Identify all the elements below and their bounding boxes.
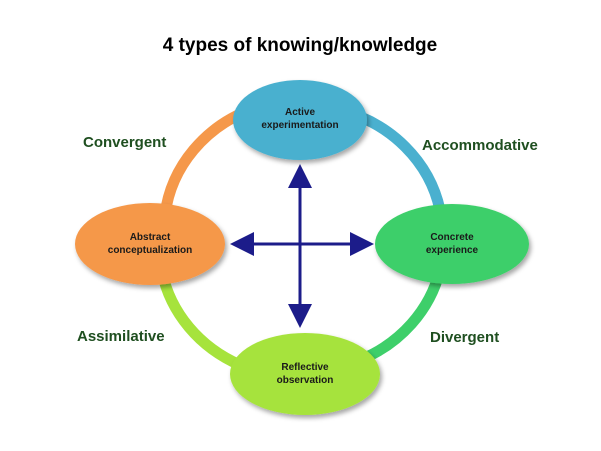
- node-left-line-2: conceptualization: [108, 245, 192, 256]
- node-top-line-2: experimentation: [261, 120, 338, 131]
- node-left-ellipse: [75, 203, 225, 285]
- arc-bottom-left: [156, 266, 246, 371]
- node-abstract-conceptualization: Abstract conceptualization: [75, 203, 225, 285]
- node-right-ellipse: [375, 204, 529, 284]
- label-assimilative: Assimilative: [77, 328, 165, 345]
- label-accommodative: Accommodative: [422, 137, 538, 154]
- axis-arrows: [230, 164, 374, 328]
- node-top-line-1: Active: [285, 107, 315, 118]
- arc-bottom-right: [354, 264, 446, 366]
- node-active-experimentation: Active experimentation: [233, 80, 367, 160]
- label-convergent: Convergent: [83, 134, 166, 151]
- node-concrete-experience: Concrete experience: [375, 204, 529, 284]
- diagram-title: 4 types of knowing/knowledge: [163, 35, 437, 56]
- node-reflective-observation: Reflective observation: [230, 333, 380, 415]
- node-bottom-ellipse: [230, 333, 380, 415]
- node-right-line-1: Concrete: [430, 232, 474, 243]
- node-right-line-2: experience: [426, 245, 479, 256]
- node-left-line-1: Abstract: [130, 232, 171, 243]
- label-divergent: Divergent: [430, 329, 499, 346]
- node-bottom-line-1: Reflective: [281, 362, 329, 373]
- node-bottom-line-2: observation: [277, 375, 334, 386]
- node-top-ellipse: [233, 80, 367, 160]
